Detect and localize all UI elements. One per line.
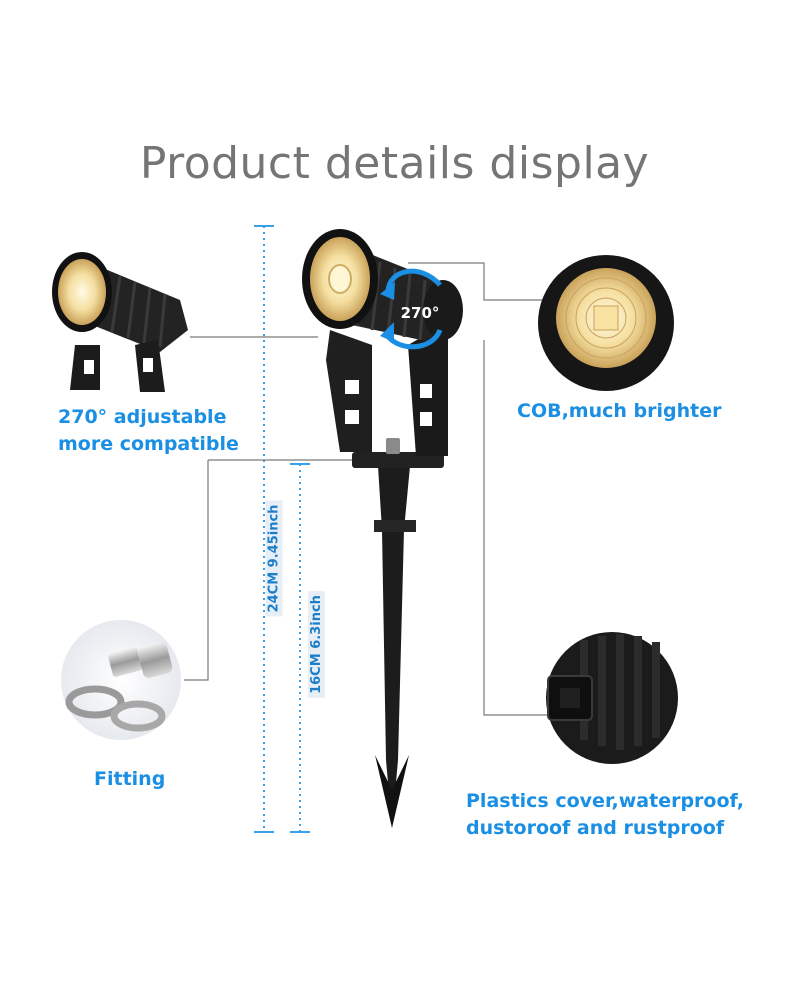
page-title: Product details display (139, 138, 650, 189)
cob-detail-image (538, 255, 674, 391)
dimension-label-stake: 16CM 6.3inch (307, 591, 325, 698)
caption-adjustable-line1: 270° adjustable (58, 406, 227, 428)
cover-detail-image (546, 632, 678, 764)
caption-cover-line2: dustoroof and rustproof (466, 817, 725, 839)
fitting-detail-image (61, 620, 181, 740)
total-height-cm: 24CM (266, 571, 282, 613)
caption-fitting: Fitting (94, 768, 166, 790)
dimension-line-total (254, 225, 274, 833)
dimension-label-total: 24CM 9.45inch (265, 500, 283, 617)
callout-lines (184, 262, 548, 716)
rotation-badge: 270° (401, 304, 440, 322)
caption-cover-line1: Plastics cover,waterproof, (466, 790, 744, 812)
caption-cob: COB,much brighter (517, 400, 722, 422)
caption-adjustable-line2: more compatible (58, 433, 239, 455)
spotlight-small (52, 252, 188, 392)
stake-height-cm: 16CM (308, 653, 324, 694)
caption-cover: Plastics cover,waterproof, dustoroof and… (466, 788, 744, 842)
total-height-inch: 9.45inch (266, 504, 282, 568)
stake-height-inch: 6.3inch (308, 595, 324, 649)
caption-adjustable: 270° adjustable more compatible (58, 404, 239, 458)
spotlight-main (302, 229, 463, 828)
dimension-line-stake (290, 463, 310, 833)
